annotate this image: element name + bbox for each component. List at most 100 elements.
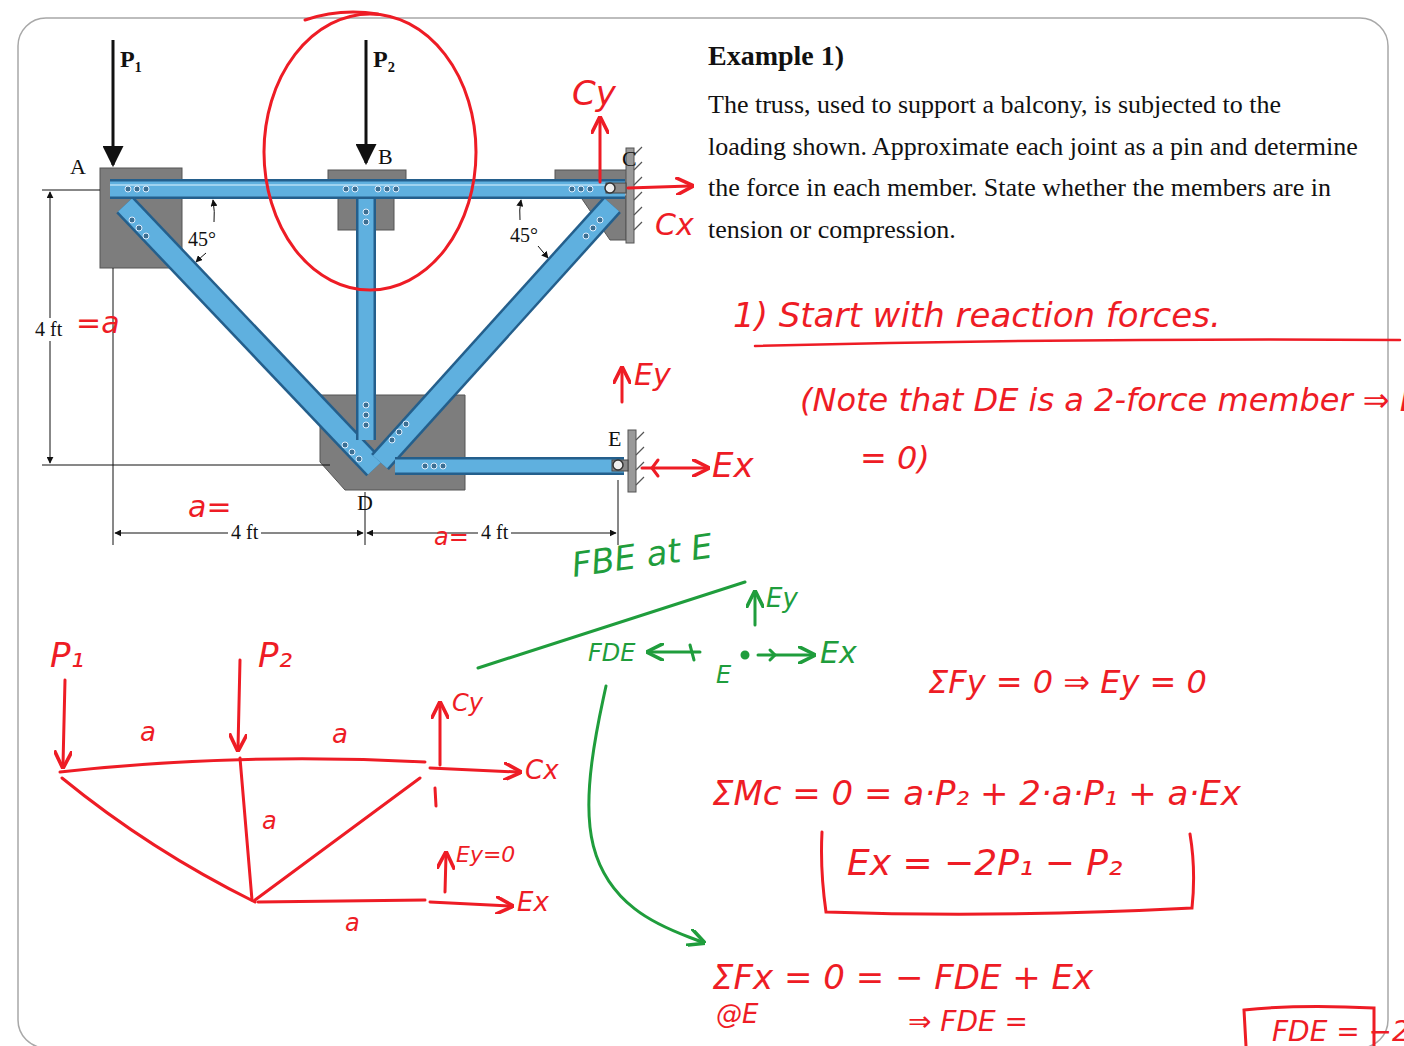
load-arrows — [365, 40, 368, 163]
force-label: Ey — [634, 358, 671, 393]
note: (Note that DE is a 2-force member ⇒ Ey =… — [800, 372, 1404, 487]
bolts — [352, 186, 358, 192]
diagram-heading: FBE at E — [569, 526, 715, 584]
dimension-lines — [42, 190, 100, 191]
equation: @E — [716, 1000, 758, 1030]
joint-label: D — [357, 490, 373, 515]
red-annotations — [258, 900, 425, 902]
red-annotations — [60, 12, 1400, 1046]
green-free-body — [742, 652, 748, 658]
truss-members — [110, 184, 625, 186]
wall-supports — [606, 183, 626, 193]
red-annotations — [599, 120, 602, 182]
note: a= — [188, 490, 232, 525]
truss-plates — [100, 168, 627, 490]
dimension-lines — [618, 480, 619, 545]
load-arrows — [112, 40, 115, 165]
truss-members — [395, 460, 624, 473]
example-title: Example 1) — [708, 40, 844, 72]
joint-label: B — [378, 144, 393, 169]
force-label: Ey=0 — [456, 842, 515, 867]
wall-supports — [605, 147, 644, 492]
bolts — [125, 186, 131, 192]
dimension-lines — [42, 190, 618, 545]
red-annotations — [621, 370, 624, 402]
wall-supports — [612, 460, 628, 471]
green-free-body — [478, 582, 745, 668]
red-annotations — [435, 788, 436, 806]
bolts — [403, 421, 409, 427]
force-label: Ex — [517, 888, 549, 918]
dimension-label: 4 ft — [32, 318, 65, 341]
bolts — [136, 225, 142, 231]
red-annotations — [445, 855, 446, 892]
slide-frame — [18, 18, 1388, 1046]
equation: ΣFy = 0 ⇒ Ey = 0 — [928, 664, 1207, 701]
angle-label: 45° — [510, 224, 538, 247]
green-free-body — [690, 645, 694, 660]
equation: FDE = −2P₁ − P₂ — [1272, 1016, 1404, 1046]
angle-arcs — [196, 253, 206, 262]
red-annotations — [755, 340, 1400, 346]
force-label: Cy — [452, 690, 483, 718]
problem-text: The truss, used to support a balcony, is… — [708, 84, 1358, 250]
note: =a — [76, 306, 120, 341]
angle-arcs — [213, 200, 214, 222]
green-free-body — [758, 654, 812, 657]
green-free-body — [478, 582, 812, 942]
angle-arcs — [520, 200, 521, 220]
bolts — [143, 186, 149, 192]
wall-supports — [634, 147, 644, 485]
red-annotations — [430, 902, 510, 906]
dimension-label: 4 ft — [478, 521, 511, 544]
angle-arcs — [538, 246, 548, 258]
truss-members — [356, 196, 376, 440]
bolts — [440, 463, 446, 469]
truss-members — [110, 185, 625, 468]
length-label: a — [332, 720, 348, 750]
truss-members — [110, 182, 625, 197]
bolts — [129, 217, 135, 223]
truss-members — [110, 179, 625, 199]
dimension-label: 4 ft — [228, 521, 261, 544]
force-label: Cx — [655, 208, 694, 243]
bolts — [342, 442, 348, 448]
joint-label: E — [716, 662, 731, 690]
red-annotations — [255, 778, 420, 900]
joint-label: A — [70, 154, 86, 179]
bolts — [343, 186, 349, 192]
boxed-result: Ex = −2P₁ − P₂ — [825, 834, 1145, 892]
length-label: a — [140, 718, 156, 748]
truss-members — [359, 196, 374, 440]
equation: ⇒ FDE = — [905, 1006, 1031, 1038]
force-label: Ey — [766, 584, 798, 614]
bolts — [587, 186, 593, 192]
bolts — [583, 233, 589, 239]
dimension-lines — [42, 465, 330, 466]
truss-members — [380, 205, 612, 462]
bolts — [363, 219, 369, 225]
bolts — [363, 422, 369, 428]
angle-arcs — [196, 200, 548, 262]
boxed-result: FDE = −2P₁ − P₂ — [1250, 1008, 1404, 1046]
angle-label: 45° — [188, 228, 216, 251]
length-label: a — [345, 910, 360, 938]
truss-members — [380, 205, 612, 462]
bolts — [363, 412, 369, 418]
green-free-body — [754, 594, 757, 625]
truss-members — [125, 205, 375, 468]
force-label: Ex — [820, 636, 857, 671]
red-annotations — [430, 768, 518, 772]
bolts — [356, 456, 362, 462]
bolts — [349, 449, 355, 455]
step-note: 1) Start with reaction forces. — [733, 296, 1221, 335]
equation: Ex = −2P₁ − P₂ — [847, 842, 1123, 883]
load-label: P₁ — [120, 46, 142, 74]
bolts — [389, 437, 395, 443]
wall-supports — [613, 460, 623, 470]
bolts — [393, 186, 399, 192]
red-annotations — [652, 460, 658, 476]
load-label: P₂ — [258, 636, 292, 675]
red-annotations — [63, 680, 65, 765]
